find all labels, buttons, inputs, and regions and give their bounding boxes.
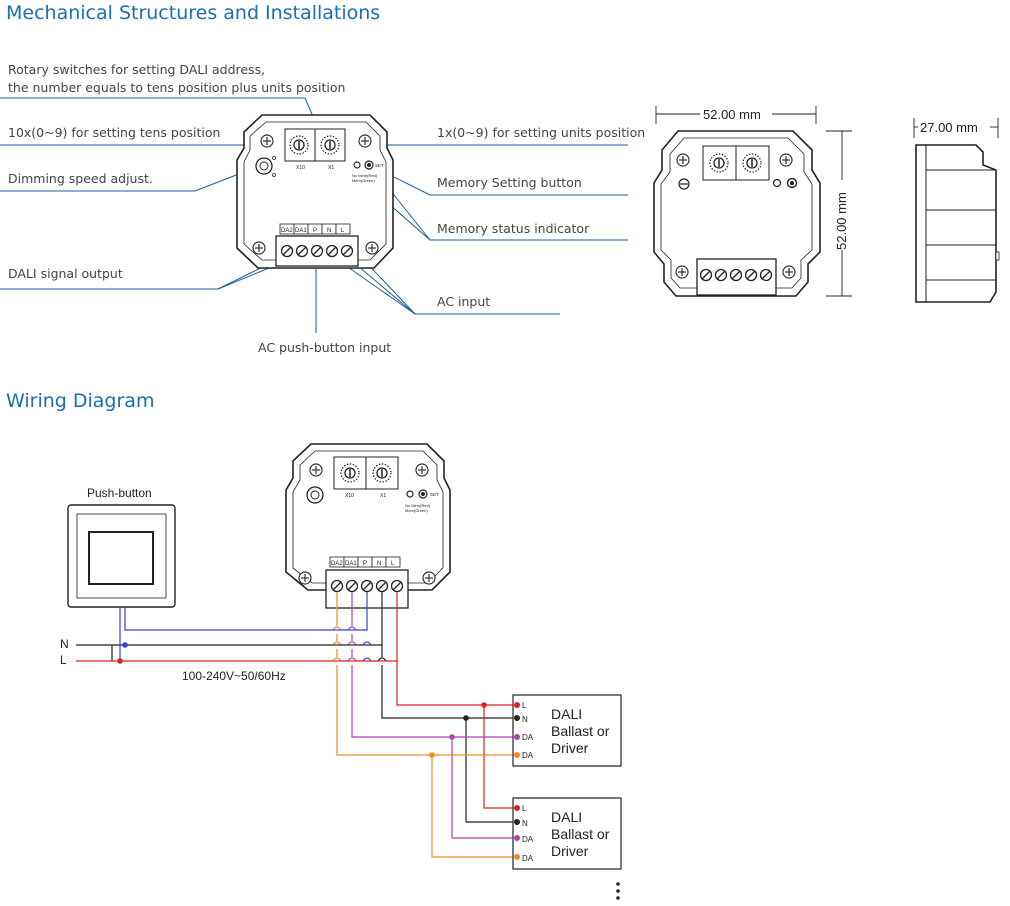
- svg-text:Ballast or: Ballast or: [551, 723, 610, 739]
- svg-text:Driver: Driver: [551, 740, 589, 756]
- svg-text:L: L: [522, 701, 527, 710]
- device-mem-note-2: Mem(Green): [352, 178, 375, 183]
- svg-text:No Mem(Red): No Mem(Red): [405, 503, 431, 508]
- svg-text:Ballast or: Ballast or: [551, 826, 610, 842]
- svg-text:DA: DA: [522, 733, 534, 742]
- svg-text:Driver: Driver: [551, 843, 589, 859]
- svg-text:X1: X1: [380, 493, 386, 499]
- terminal-labels-top: DA2 DA1 P N L: [279, 223, 351, 235]
- dali-ballast-1: L N DA DA DALI Ballast or Driver: [512, 694, 622, 767]
- svg-text:DA: DA: [522, 751, 534, 760]
- callout-rotary-line2: the number equals to tens position plus …: [8, 80, 346, 95]
- push-button-label: Push-button: [87, 486, 152, 500]
- callout-units: 1x(0~9) for setting units position: [437, 125, 646, 140]
- dali-ballast-2: L N DA DA DALI Ballast or Driver: [512, 797, 622, 870]
- device-wiring-view: X10 X1 SET No Mem(Red) Mem(Green) DA2 DA…: [285, 443, 451, 609]
- callout-rotary-line1: Rotary switches for setting DALI address…: [8, 62, 266, 77]
- svg-text:P: P: [313, 228, 317, 234]
- callout-dali-output: DALI signal output: [8, 266, 123, 281]
- svg-text:DA: DA: [522, 835, 534, 844]
- svg-text:L: L: [391, 561, 395, 567]
- svg-text:N: N: [377, 561, 381, 567]
- svg-text:DA2: DA2: [281, 228, 293, 234]
- dimension-width: 52.00 mm: [703, 107, 761, 122]
- device-set-label: SET: [375, 163, 384, 168]
- callout-tens: 10x(0~9) for setting tens position: [8, 125, 221, 140]
- dimension-front-view: 52.00 mm 52.00 mm: [653, 106, 852, 297]
- dimming-knob-icon: [255, 157, 273, 175]
- dimension-height: 52.00 mm: [834, 192, 849, 250]
- device-units-label: X1: [328, 165, 334, 171]
- memory-led-icon: [353, 161, 361, 169]
- device-tens-label: X10: [296, 165, 305, 171]
- svg-text:DA2: DA2: [331, 561, 343, 567]
- svg-text:P: P: [363, 561, 367, 567]
- junction-dots: [117, 642, 487, 758]
- svg-text:DA1: DA1: [345, 561, 357, 567]
- callout-ac-input: AC input: [437, 294, 491, 309]
- svg-text:N: N: [522, 715, 528, 724]
- svg-text:X10: X10: [345, 493, 354, 499]
- svg-text:L: L: [522, 804, 527, 813]
- section-heading-wiring: Wiring Diagram: [6, 390, 155, 412]
- callout-memory-indicator: Memory status indicator: [437, 221, 590, 236]
- dimension-depth: 27.00 mm: [920, 120, 978, 135]
- mains-n-label: N: [60, 637, 69, 651]
- wiring-lines: [76, 592, 513, 858]
- callout-memory-button: Memory Setting button: [437, 175, 582, 190]
- device-mem-note-1: No Mem(Red): [352, 173, 378, 178]
- svg-text:DALI: DALI: [551, 706, 582, 722]
- device-front-view: X10 X1 SET No Mem(Red) Mem(Green) DA2 DA…: [236, 114, 394, 269]
- svg-text:DA: DA: [522, 854, 534, 863]
- svg-text:DALI: DALI: [551, 809, 582, 825]
- mains-l-label: L: [60, 653, 67, 667]
- dimension-side-view: 27.00 mm: [913, 118, 1000, 303]
- svg-text:SET: SET: [430, 492, 439, 497]
- mains-voltage-label: 100-240V~50/60Hz: [182, 669, 286, 683]
- callout-ac-push: AC push-button input: [258, 340, 392, 355]
- svg-text:N: N: [327, 228, 331, 234]
- callout-dimming: Dimming speed adjust.: [8, 171, 153, 186]
- svg-text:Mem(Green): Mem(Green): [405, 508, 428, 513]
- svg-text:L: L: [341, 228, 345, 234]
- push-button-switch: Push-button: [67, 486, 176, 608]
- section-heading-mechanical: Mechanical Structures and Installations: [6, 2, 381, 24]
- svg-text:DA1: DA1: [295, 228, 307, 234]
- more-ballasts-ellipsis-icon: [616, 882, 620, 900]
- svg-text:N: N: [522, 819, 528, 828]
